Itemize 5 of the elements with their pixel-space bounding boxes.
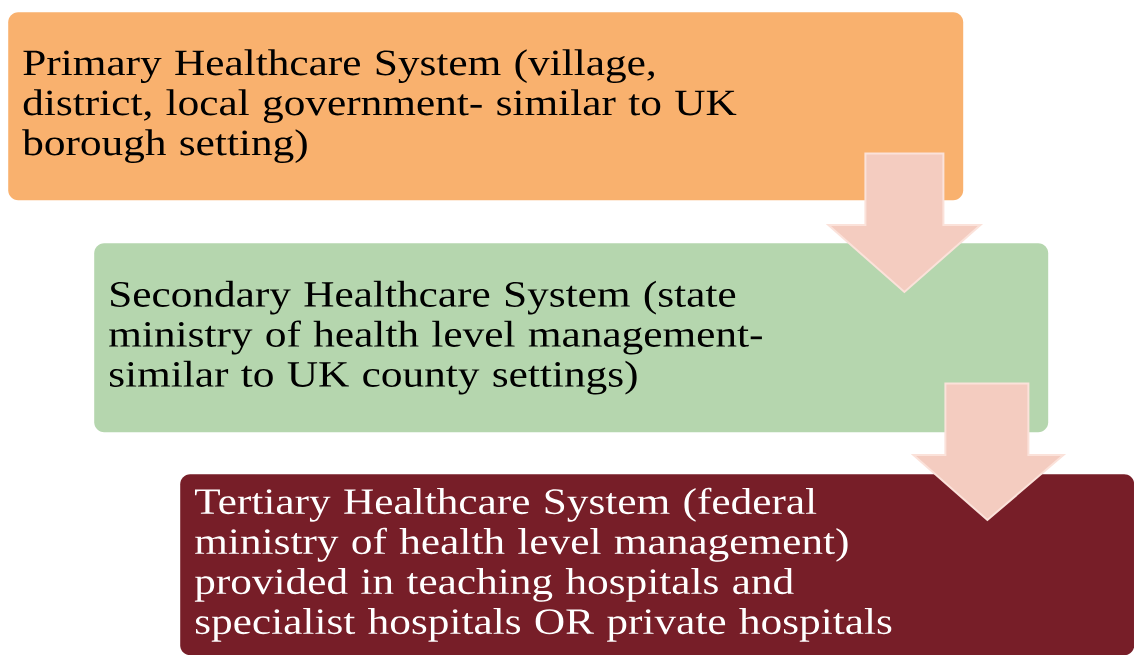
block-arrow [825,152,984,294]
block-arrow [910,382,1067,522]
level-box: Secondary Healthcare System (state ministry of health level management- similar to UK county settings) [94,243,1049,433]
level-box: Tertiary Healthcare System (federal ministry of health level management) provided in teaching hospitals and specialist hospitals OR private hospitals [180,474,1134,655]
level-box: Primary Healthcare System (village, district, local government- similar to UK borough setting) [8,12,964,201]
